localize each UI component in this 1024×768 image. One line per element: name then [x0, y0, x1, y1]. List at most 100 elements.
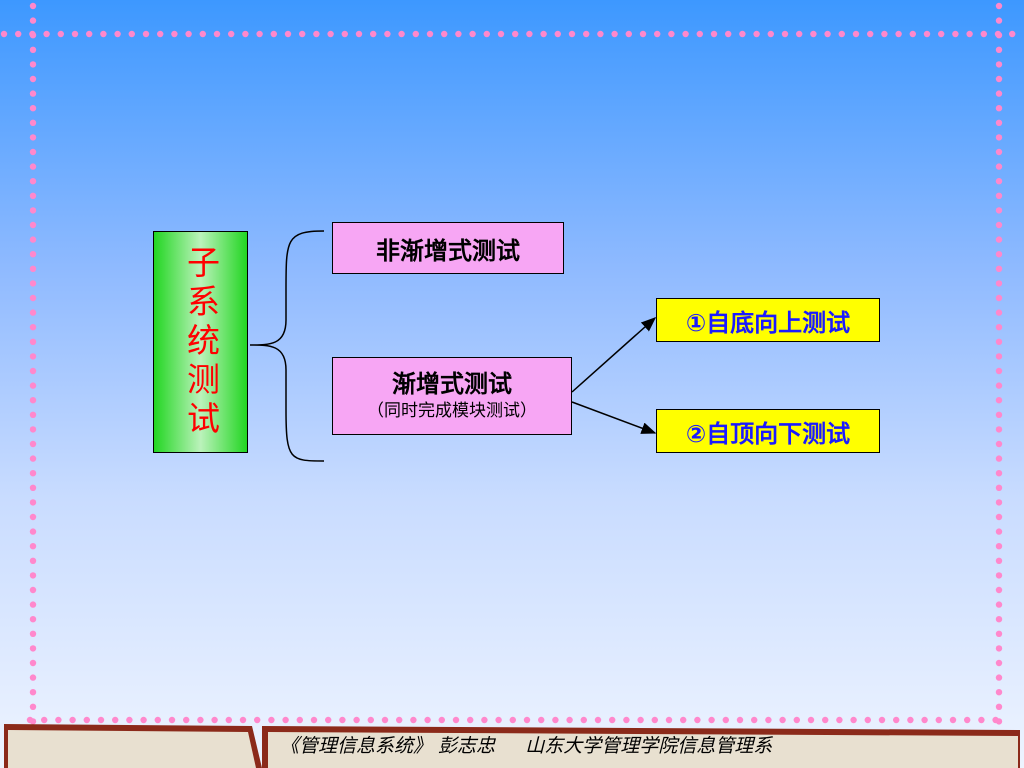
border-dot: [995, 2, 1003, 10]
border-dot: [995, 426, 1003, 433]
border-dot: [29, 440, 37, 448]
border-dot: [995, 703, 1003, 710]
border-dot: [142, 30, 150, 38]
border-dot: [964, 716, 971, 724]
border-dot: [625, 30, 632, 38]
border-dot: [29, 499, 37, 506]
border-dot: [836, 716, 843, 724]
border-dot: [893, 716, 900, 724]
border-dot: [807, 716, 815, 724]
bottom-up-test-box: ①自底向上测试: [656, 298, 880, 342]
border-dot: [29, 718, 37, 725]
incremental-test-box: 渐增式测试 （同时完成模块测试）: [332, 357, 572, 435]
border-dot: [296, 716, 303, 724]
border-dot: [995, 572, 1003, 579]
border-dot: [452, 716, 460, 724]
border-dot: [29, 294, 37, 302]
border-dot: [580, 716, 587, 724]
border-dot: [767, 30, 774, 38]
border-dot: [995, 528, 1003, 535]
border-dot: [284, 30, 292, 38]
border-dot: [29, 280, 37, 287]
border-dot: [852, 30, 860, 38]
border-dot: [995, 455, 1003, 462]
border-dot: [29, 221, 37, 229]
border-dot: [29, 557, 37, 564]
border-dot: [128, 30, 135, 38]
border-dot: [995, 586, 1003, 594]
border-dot: [995, 105, 1003, 112]
border-dot: [980, 30, 987, 38]
border-dot: [995, 470, 1003, 477]
border-dot: [29, 90, 37, 97]
border-dot: [29, 659, 37, 667]
border-dot: [367, 716, 374, 724]
border-dot: [29, 32, 37, 39]
border-dot: [29, 513, 37, 521]
border-dot: [668, 30, 675, 38]
border-dot: [86, 30, 93, 38]
border-dot: [995, 630, 1003, 637]
border-dot: [126, 716, 133, 724]
border-dot: [467, 716, 474, 724]
border-dot: [995, 280, 1003, 287]
border-dot: [140, 716, 147, 724]
border-dot: [566, 716, 573, 724]
non-incremental-test-box: 非渐增式测试: [332, 222, 564, 274]
border-dot: [29, 324, 37, 331]
border-dot: [978, 716, 985, 724]
border-dot: [995, 265, 1003, 272]
border-dot: [412, 30, 419, 38]
border-dot: [29, 382, 37, 389]
border-dot: [722, 716, 729, 724]
border-dot: [83, 716, 91, 724]
border-dot: [822, 716, 829, 724]
border-dot: [384, 30, 391, 38]
border-dot: [538, 716, 545, 724]
border-dot: [327, 30, 334, 38]
border-dot: [29, 543, 37, 550]
border-dot: [29, 338, 37, 345]
border-dot: [765, 716, 772, 724]
border-dot: [995, 207, 1003, 214]
border-dot: [29, 586, 37, 594]
border-dot: [29, 703, 37, 710]
arrow-to-top-down: [571, 401, 657, 434]
border-dot: [438, 716, 445, 724]
border-dot: [29, 367, 37, 375]
border-dot: [41, 716, 48, 724]
border-dot: [242, 30, 249, 38]
border-dot: [583, 30, 590, 38]
border-dot: [878, 716, 886, 724]
border-dot: [995, 251, 1003, 258]
border-dot: [426, 30, 434, 38]
border-dot: [995, 543, 1003, 550]
border-dot: [239, 716, 247, 724]
border-dot: [154, 716, 161, 724]
border-dot: [213, 30, 221, 38]
border-dot: [796, 30, 803, 38]
border-dot: [370, 30, 377, 38]
border-dot: [299, 30, 306, 38]
border-dot: [29, 470, 37, 477]
border-dot: [29, 207, 37, 214]
border-dot: [509, 716, 516, 724]
border-dot: [398, 30, 405, 38]
footer-text: 《管理信息系统》 彭志忠 山东大学管理学院信息管理系: [280, 731, 772, 758]
border-dot: [114, 30, 121, 38]
border-dot: [29, 674, 37, 681]
border-dot: [995, 513, 1003, 521]
border-dot: [995, 148, 1003, 156]
border-dot: [850, 716, 857, 724]
border-dot: [157, 30, 164, 38]
border-dot: [29, 645, 37, 652]
border-dot: [168, 716, 176, 724]
border-dot: [69, 716, 76, 724]
border-dot: [29, 134, 37, 141]
border-dot: [623, 716, 630, 724]
border-dot: [396, 716, 403, 724]
border-dot: [211, 716, 218, 724]
border-dot: [708, 716, 715, 724]
footer-bar-highlight: [268, 732, 1018, 768]
